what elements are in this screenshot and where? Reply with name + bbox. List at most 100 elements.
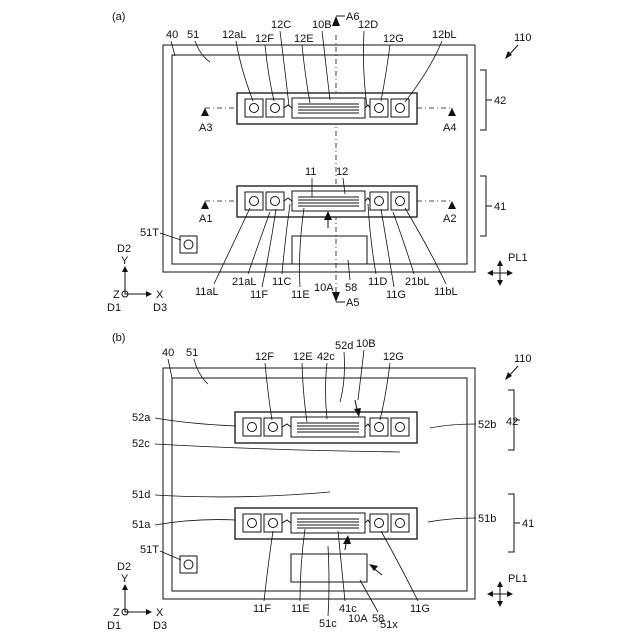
base-51-b — [172, 378, 467, 591]
brace-41 — [480, 176, 492, 236]
lbl-51a: 51a — [132, 519, 151, 531]
bump-12F — [271, 104, 280, 113]
lbl-51b: 51b — [478, 513, 496, 525]
leader-51b — [428, 518, 476, 522]
lbl-21aL: 21aL — [232, 276, 256, 288]
bump-12G — [375, 104, 384, 113]
bump-12F-b — [269, 423, 278, 432]
a1-label: A1 — [199, 213, 212, 225]
a2-arrow — [448, 201, 456, 209]
lbl-21bL: 21bL — [405, 276, 429, 288]
axis-d3-label: D3 — [153, 302, 167, 314]
a5-label: A5 — [346, 297, 359, 309]
bump-11F-b — [269, 519, 278, 528]
leader-11bL — [405, 208, 446, 284]
leader-21bL — [393, 212, 414, 274]
arrow-51x-head — [369, 564, 378, 571]
panel-b: (b) 110 40 51 42 12F — [107, 332, 534, 632]
leader-11aL — [214, 208, 250, 284]
axis-d1-label: D1 — [107, 302, 121, 314]
lbl-52b: 52b — [478, 419, 496, 431]
axis-y-label-b: Y — [121, 573, 129, 585]
lbl-52a: 52a — [132, 412, 151, 424]
lbl-51c-b: 51c — [319, 618, 337, 630]
panel-b-label: (b) — [112, 332, 125, 344]
leader-11E-b — [300, 529, 305, 601]
module-10A — [237, 186, 417, 217]
a3-label: A3 — [199, 122, 212, 134]
leader-52d-b — [340, 352, 345, 402]
leader-42c-b — [326, 363, 328, 419]
lbl-12D: 12D — [358, 19, 378, 31]
substrate-label-b: 40 — [162, 347, 174, 359]
lbl-11E-b: 11E — [291, 603, 310, 615]
a4-arrow — [448, 108, 456, 116]
module-10B — [237, 93, 417, 124]
a6-arrow — [332, 16, 340, 26]
lbl-10B: 10B — [312, 19, 332, 31]
lbl-11F-b: 11F — [253, 603, 271, 615]
module-10A-b — [235, 508, 417, 539]
base-51 — [172, 55, 467, 264]
leader-52c — [155, 444, 400, 452]
a1-arrow — [201, 201, 209, 209]
axes-b: D2 Y Z X D1 D3 — [107, 561, 167, 632]
axis-heads-b — [122, 584, 152, 615]
device-label: 110 — [514, 32, 532, 44]
axis-y-label: Y — [121, 255, 129, 267]
leader-58 — [348, 260, 350, 280]
bump-11aL — [250, 197, 259, 206]
axes-a: D2 Y Z X D1 D3 — [107, 243, 167, 314]
axis-lines-b — [125, 586, 150, 612]
leader-10B-b — [358, 350, 364, 400]
region-41-label: 41 — [494, 201, 506, 213]
bump-11F — [271, 197, 280, 206]
bump-b-5 — [248, 519, 257, 528]
leader-51a — [155, 520, 236, 525]
bump-b-4 — [396, 423, 405, 432]
bump-12aL — [250, 104, 259, 113]
region-42-label-b: 42 — [506, 416, 518, 428]
device-label-b: 110 — [514, 353, 532, 365]
lbl-11G-b: 11G — [410, 603, 430, 615]
panel-a-label: (a) — [112, 11, 125, 23]
lbl-10A: 10A — [314, 282, 334, 294]
region-42-label: 42 — [494, 95, 506, 107]
leader-52a — [155, 418, 236, 426]
lbl-11bL: 11bL — [434, 286, 458, 298]
element-58 — [292, 236, 367, 264]
lbl-12C: 12C — [271, 19, 291, 31]
axis-d2-label-b: D2 — [117, 561, 131, 573]
axis-z-label-b: Z — [113, 607, 120, 619]
lbl-11G: 11G — [386, 289, 406, 301]
leader-11E — [300, 208, 305, 287]
lbl-52c: 52c — [132, 438, 150, 450]
lbl-51x-b: 51x — [380, 619, 398, 631]
axis-d1-label-b: D1 — [107, 620, 121, 632]
lbl-10B-b: 10B — [356, 338, 376, 350]
axis-d2-label: D2 — [117, 243, 131, 255]
axis-lines — [125, 268, 150, 294]
brace-42 — [480, 70, 492, 130]
lbl-52d-b: 52d — [335, 340, 353, 352]
substrate-40-b — [163, 368, 475, 599]
lbl-12bL: 12bL — [432, 29, 456, 41]
a4-label: A4 — [443, 122, 456, 134]
brace-41-b — [508, 494, 520, 552]
bump-11bL — [396, 197, 405, 206]
leader-51c-b — [328, 546, 329, 616]
bump-11G — [375, 197, 384, 206]
terminal-label-b: 51T — [140, 544, 159, 556]
panel-a: (a) 110 40 51 A6 A5 — [107, 11, 532, 314]
lbl-42c-b: 42c — [317, 351, 335, 363]
bump-11G-b — [375, 519, 384, 528]
pl1-label: PL1 — [508, 252, 528, 264]
terminal-51T-bump — [184, 240, 193, 249]
a3-arrow — [201, 108, 209, 116]
lbl-51d: 51d — [132, 489, 150, 501]
a2-label: A2 — [443, 213, 456, 225]
terminal-label: 51T — [140, 227, 159, 239]
axis-x-label: X — [156, 289, 164, 301]
